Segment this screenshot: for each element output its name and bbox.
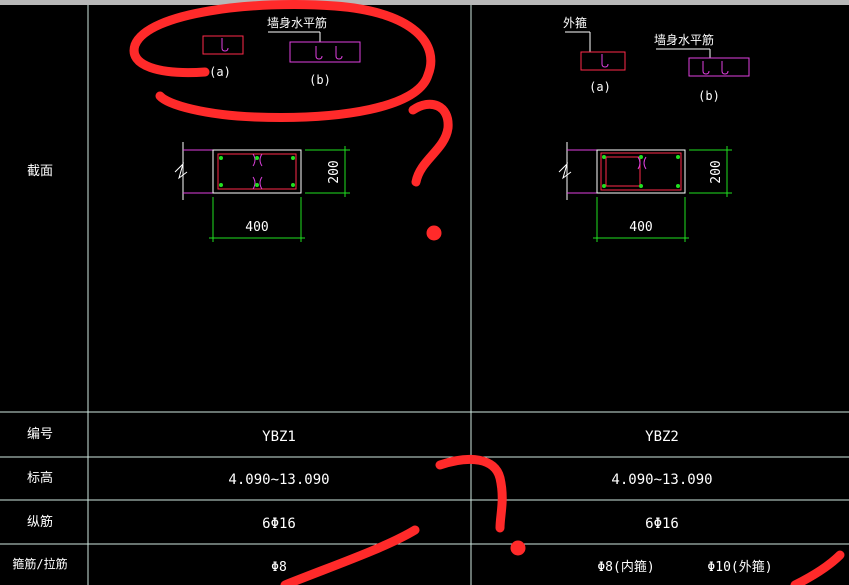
legend-a-label: (a) (589, 80, 611, 94)
window-top-strip (0, 0, 849, 5)
row-labels: 截面 编号 标高 纵筋 箍筋/拉筋 (12, 164, 67, 571)
cell-stirrup-ybz1: Φ8 (271, 560, 287, 575)
legend-b-wall-bar (688, 57, 750, 77)
rebar-dot (255, 183, 259, 187)
table-values: YBZ1 YBZ2 4.090~13.090 4.090~13.090 6Φ16… (228, 429, 772, 575)
longitudinal-bars (602, 155, 680, 188)
legend-a-stirrup (580, 51, 626, 71)
cell-longitudinal-ybz2: 6Φ16 (645, 516, 679, 532)
longitudinal-bars (219, 156, 295, 187)
cell-id-ybz1: YBZ1 (262, 429, 296, 445)
legend-a-label: (a) (209, 65, 231, 79)
red-markup-overlay (129, 0, 845, 585)
column-ybz1-section: 墙身水平筋 (a) (b) (174, 15, 361, 242)
rebar-dot (255, 156, 259, 160)
legend-b-wall-bar (289, 41, 361, 63)
markup-question-1-dot (426, 225, 442, 241)
legend-a-hook (221, 38, 229, 52)
cell-longitudinal-ybz1: 6Φ16 (262, 516, 296, 532)
legend-ybz2: 外箍 墙身水平筋 (a) (b) (563, 15, 750, 103)
rebar-dot (219, 183, 223, 187)
height-dimension (305, 146, 350, 197)
height-dimension (689, 146, 732, 197)
height-dim-label: 200 (709, 160, 724, 183)
legend-a-title: 外箍 (563, 15, 587, 30)
stirrup-outer (600, 152, 682, 191)
column-outline (212, 149, 302, 194)
legend-b-title: 墙身水平筋 (654, 32, 714, 47)
rebar-dot (639, 155, 643, 159)
rebar-dot (676, 184, 680, 188)
rebar-dot (602, 155, 606, 159)
row-label-stirrup: 箍筋/拉筋 (12, 556, 67, 571)
legend-ybz1: 墙身水平筋 (a) (b) (202, 15, 361, 87)
stirrup-inner (605, 156, 641, 187)
rebar-dot (676, 155, 680, 159)
table-grid (0, 5, 849, 585)
cell-stirrup-ybz2-outer: Φ10(外箍) (707, 559, 772, 575)
row-label-section: 截面 (27, 164, 53, 179)
cell-stirrup-ybz2-inner: Φ8(内箍) (597, 559, 654, 575)
width-dim-label: 400 (245, 220, 268, 235)
markup-question-1 (408, 99, 453, 187)
legend-b-title: 墙身水平筋 (267, 15, 327, 30)
markup-question-2-dot (510, 540, 526, 556)
markup-question-2 (435, 454, 507, 533)
markup-circle (129, 0, 436, 122)
markup-stroke-bottom-right (790, 550, 845, 585)
legend-b-label: (b) (698, 89, 720, 103)
legend-b-label: (b) (309, 73, 331, 87)
height-dim-label: 200 (327, 160, 342, 183)
legend-a-stirrup (202, 35, 244, 55)
cell-id-ybz2: YBZ2 (645, 429, 679, 445)
rebar-dot (291, 156, 295, 160)
markup-stroke-bottom-left (280, 525, 420, 585)
section-drawing-ybz2: 200 400 (558, 142, 732, 242)
width-dim-label: 400 (629, 220, 652, 235)
stirrup-outer (217, 153, 297, 190)
width-dimension (209, 197, 305, 242)
column-ybz2-section: 外箍 墙身水平筋 (a) (b) (558, 15, 750, 242)
row-label-id: 编号 (27, 427, 53, 442)
rebar-dot (291, 183, 295, 187)
rebar-dot (219, 156, 223, 160)
rebar-dot (639, 184, 643, 188)
column-outline (596, 149, 686, 194)
rebar-dot (602, 184, 606, 188)
row-label-longitudinal: 纵筋 (27, 514, 53, 530)
row-label-elevation: 标高 (27, 470, 53, 486)
cell-elevation-ybz1: 4.090~13.090 (228, 472, 329, 488)
width-dimension (593, 197, 689, 242)
section-drawing-ybz1: 200 400 (174, 142, 350, 242)
cell-elevation-ybz2: 4.090~13.090 (611, 472, 712, 488)
